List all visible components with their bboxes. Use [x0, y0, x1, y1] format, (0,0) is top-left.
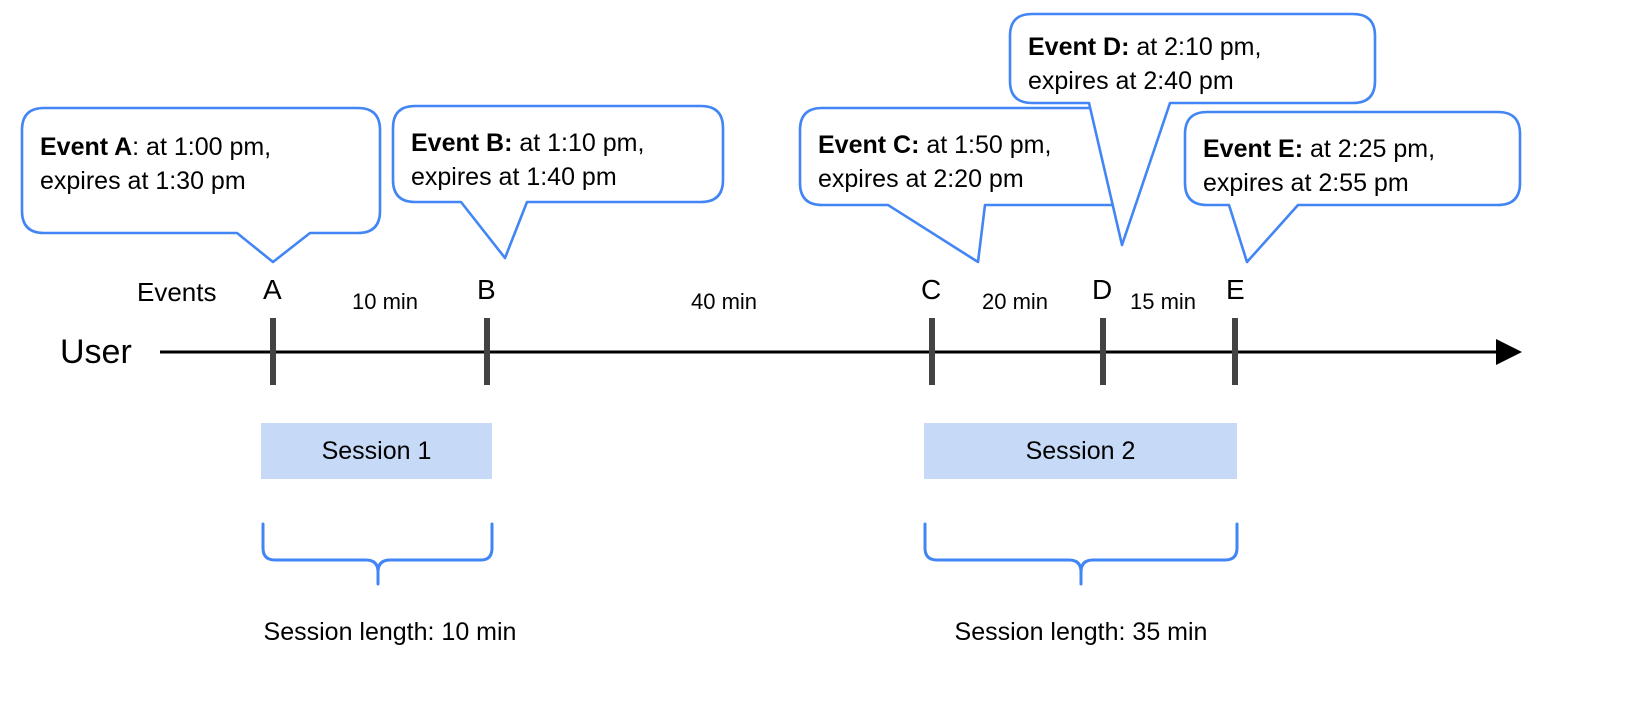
timeline-arrow-head	[1496, 339, 1522, 365]
gap-label-d-e: 15 min	[1130, 289, 1197, 314]
session-2-label: Session 2	[1025, 436, 1136, 465]
callout-d-line2: expires at 2:40 pm	[1028, 67, 1234, 95]
callout-c-line1: Event C: at 1:50 pm,	[818, 128, 1051, 162]
marker-label-a: A	[263, 274, 282, 305]
axis-user-label: User	[60, 333, 132, 371]
callout-c-rest: at 1:50 pm,	[919, 131, 1052, 159]
callout-a-line1: Event A: at 1:00 pm,	[40, 130, 271, 164]
callout-a-text: Event A: at 1:00 pm, expires at 1:30 pm	[40, 130, 271, 198]
callout-b-text: Event B: at 1:10 pm, expires at 1:40 pm	[411, 126, 644, 194]
callout-b-line1: Event B: at 1:10 pm,	[411, 126, 644, 160]
session-2-box: Session 2	[924, 423, 1237, 479]
callout-e-text: Event E: at 2:25 pm, expires at 2:55 pm	[1203, 132, 1435, 200]
session-2-length-label: Session length: 35 min	[954, 618, 1208, 646]
callout-e-rest: at 2:25 pm,	[1303, 135, 1436, 163]
callout-e-bold: Event E:	[1203, 135, 1304, 163]
gap-label-a-b: 10 min	[352, 289, 419, 314]
callout-e-line1: Event E: at 2:25 pm,	[1203, 132, 1435, 166]
callout-a-shape	[20, 106, 382, 264]
marker-label-d: D	[1092, 274, 1113, 305]
marker-label-c: C	[921, 274, 942, 305]
callout-d-shape	[1008, 12, 1377, 247]
callout-c-text: Event C: at 1:50 pm, expires at 2:20 pm	[818, 128, 1051, 196]
gap-label-b-c: 40 min	[691, 289, 758, 314]
callout-b-shape	[391, 104, 725, 260]
callout-e-shape	[1183, 110, 1522, 264]
callout-b-rest: at 1:10 pm,	[512, 129, 645, 157]
callout-d-bold: Event D:	[1028, 33, 1130, 61]
session-1-label: Session 1	[321, 436, 432, 465]
session-1-box: Session 1	[261, 423, 492, 479]
callout-b-line2: expires at 1:40 pm	[411, 163, 617, 191]
session-1-brace	[261, 522, 494, 586]
callout-a-bold: Event A	[40, 133, 133, 161]
callout-a-rest: : at 1:00 pm,	[132, 133, 272, 161]
callout-d-text: Event D: at 2:10 pm, expires at 2:40 pm	[1028, 30, 1261, 98]
session-1-length-label: Session length: 10 min	[263, 618, 517, 646]
callout-a-line2: expires at 1:30 pm	[40, 167, 246, 195]
marker-label-b: B	[477, 274, 496, 305]
gap-label-c-d: 20 min	[982, 289, 1049, 314]
marker-label-e: E	[1226, 274, 1245, 305]
callout-b-bold: Event B:	[411, 129, 513, 157]
callout-e-line2: expires at 2:55 pm	[1203, 169, 1409, 197]
callout-d-rest: at 2:10 pm,	[1129, 33, 1262, 61]
axis-events-label: Events	[137, 277, 217, 307]
callout-c-bold: Event C:	[818, 131, 920, 159]
callout-c-line2: expires at 2:20 pm	[818, 165, 1024, 193]
callout-d-line1: Event D: at 2:10 pm,	[1028, 30, 1261, 64]
session-2-brace	[923, 522, 1239, 586]
